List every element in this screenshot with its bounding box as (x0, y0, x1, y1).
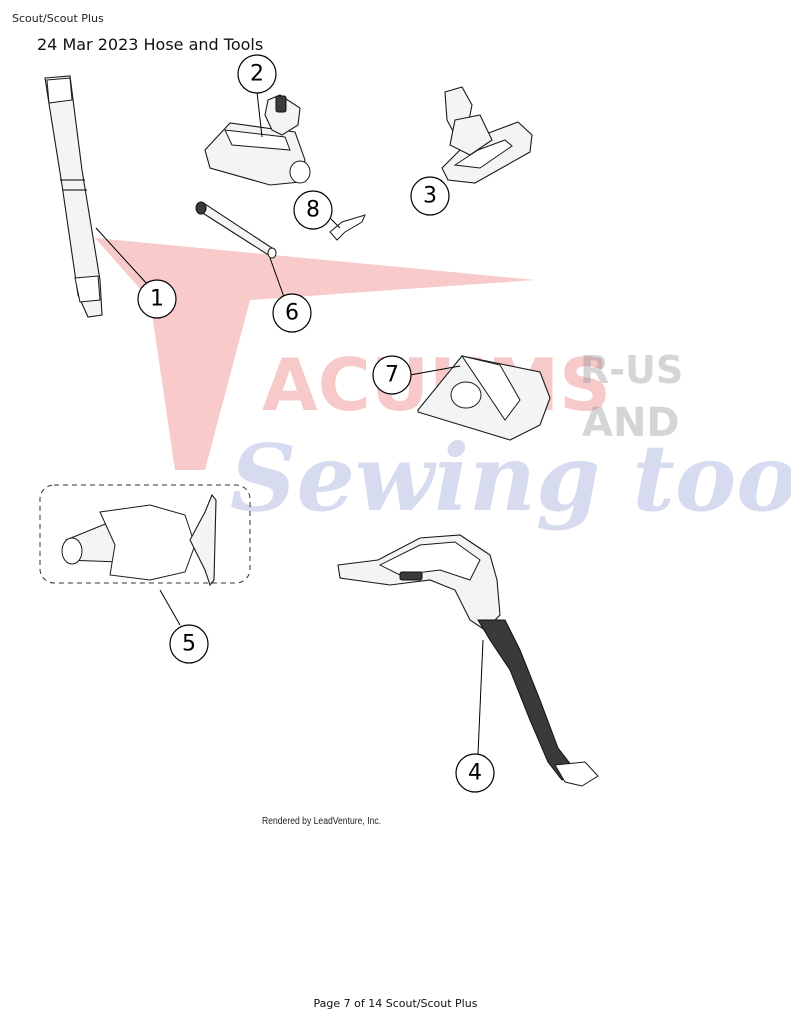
part-4-hose (337, 534, 599, 787)
callout-6: 6 (272, 293, 312, 333)
callout-1-label: 1 (150, 287, 164, 312)
rendered-by-credit: Rendered by LeadVenture, Inc. (262, 816, 382, 827)
callout-5-label: 5 (182, 632, 196, 657)
page-title: 24 Mar 2023 Hose and Tools (37, 35, 264, 54)
part-3-floor-tool (437, 86, 533, 185)
page-footer: Page 7 of 14 Scout/Scout Plus (313, 997, 478, 1010)
callout-7: 7 (372, 355, 412, 395)
callout-4-label: 4 (468, 761, 482, 786)
callout-8-label: 8 (306, 198, 320, 223)
part-7-bag (409, 355, 551, 441)
callout-6-label: 6 (285, 301, 299, 326)
watermark-v-shape (95, 238, 535, 470)
callout-8: 8 (293, 190, 333, 230)
watermark-tag2: AND (582, 400, 680, 446)
part-8-belt (326, 214, 366, 241)
callout-7-label: 7 (385, 363, 399, 388)
callout-5: 5 (169, 624, 209, 664)
callout-1: 1 (137, 279, 177, 319)
watermark: ACUUMS R-US AND Sewing too (95, 238, 791, 532)
callout-3-label: 3 (423, 184, 437, 209)
header-model: Scout/Scout Plus (12, 12, 104, 25)
callout-2: 2 (237, 54, 277, 94)
part-2-power-nozzle (204, 91, 311, 186)
callout-4: 4 (455, 753, 495, 793)
watermark-line2: Sewing too (230, 424, 791, 532)
part-5-tool-group (39, 484, 251, 626)
part-1-wand (44, 75, 149, 318)
watermark-tag1: R-US (580, 348, 683, 392)
part-6-brush-roll (195, 201, 285, 298)
callout-3: 3 (410, 176, 450, 216)
callout-2-label: 2 (250, 62, 264, 87)
